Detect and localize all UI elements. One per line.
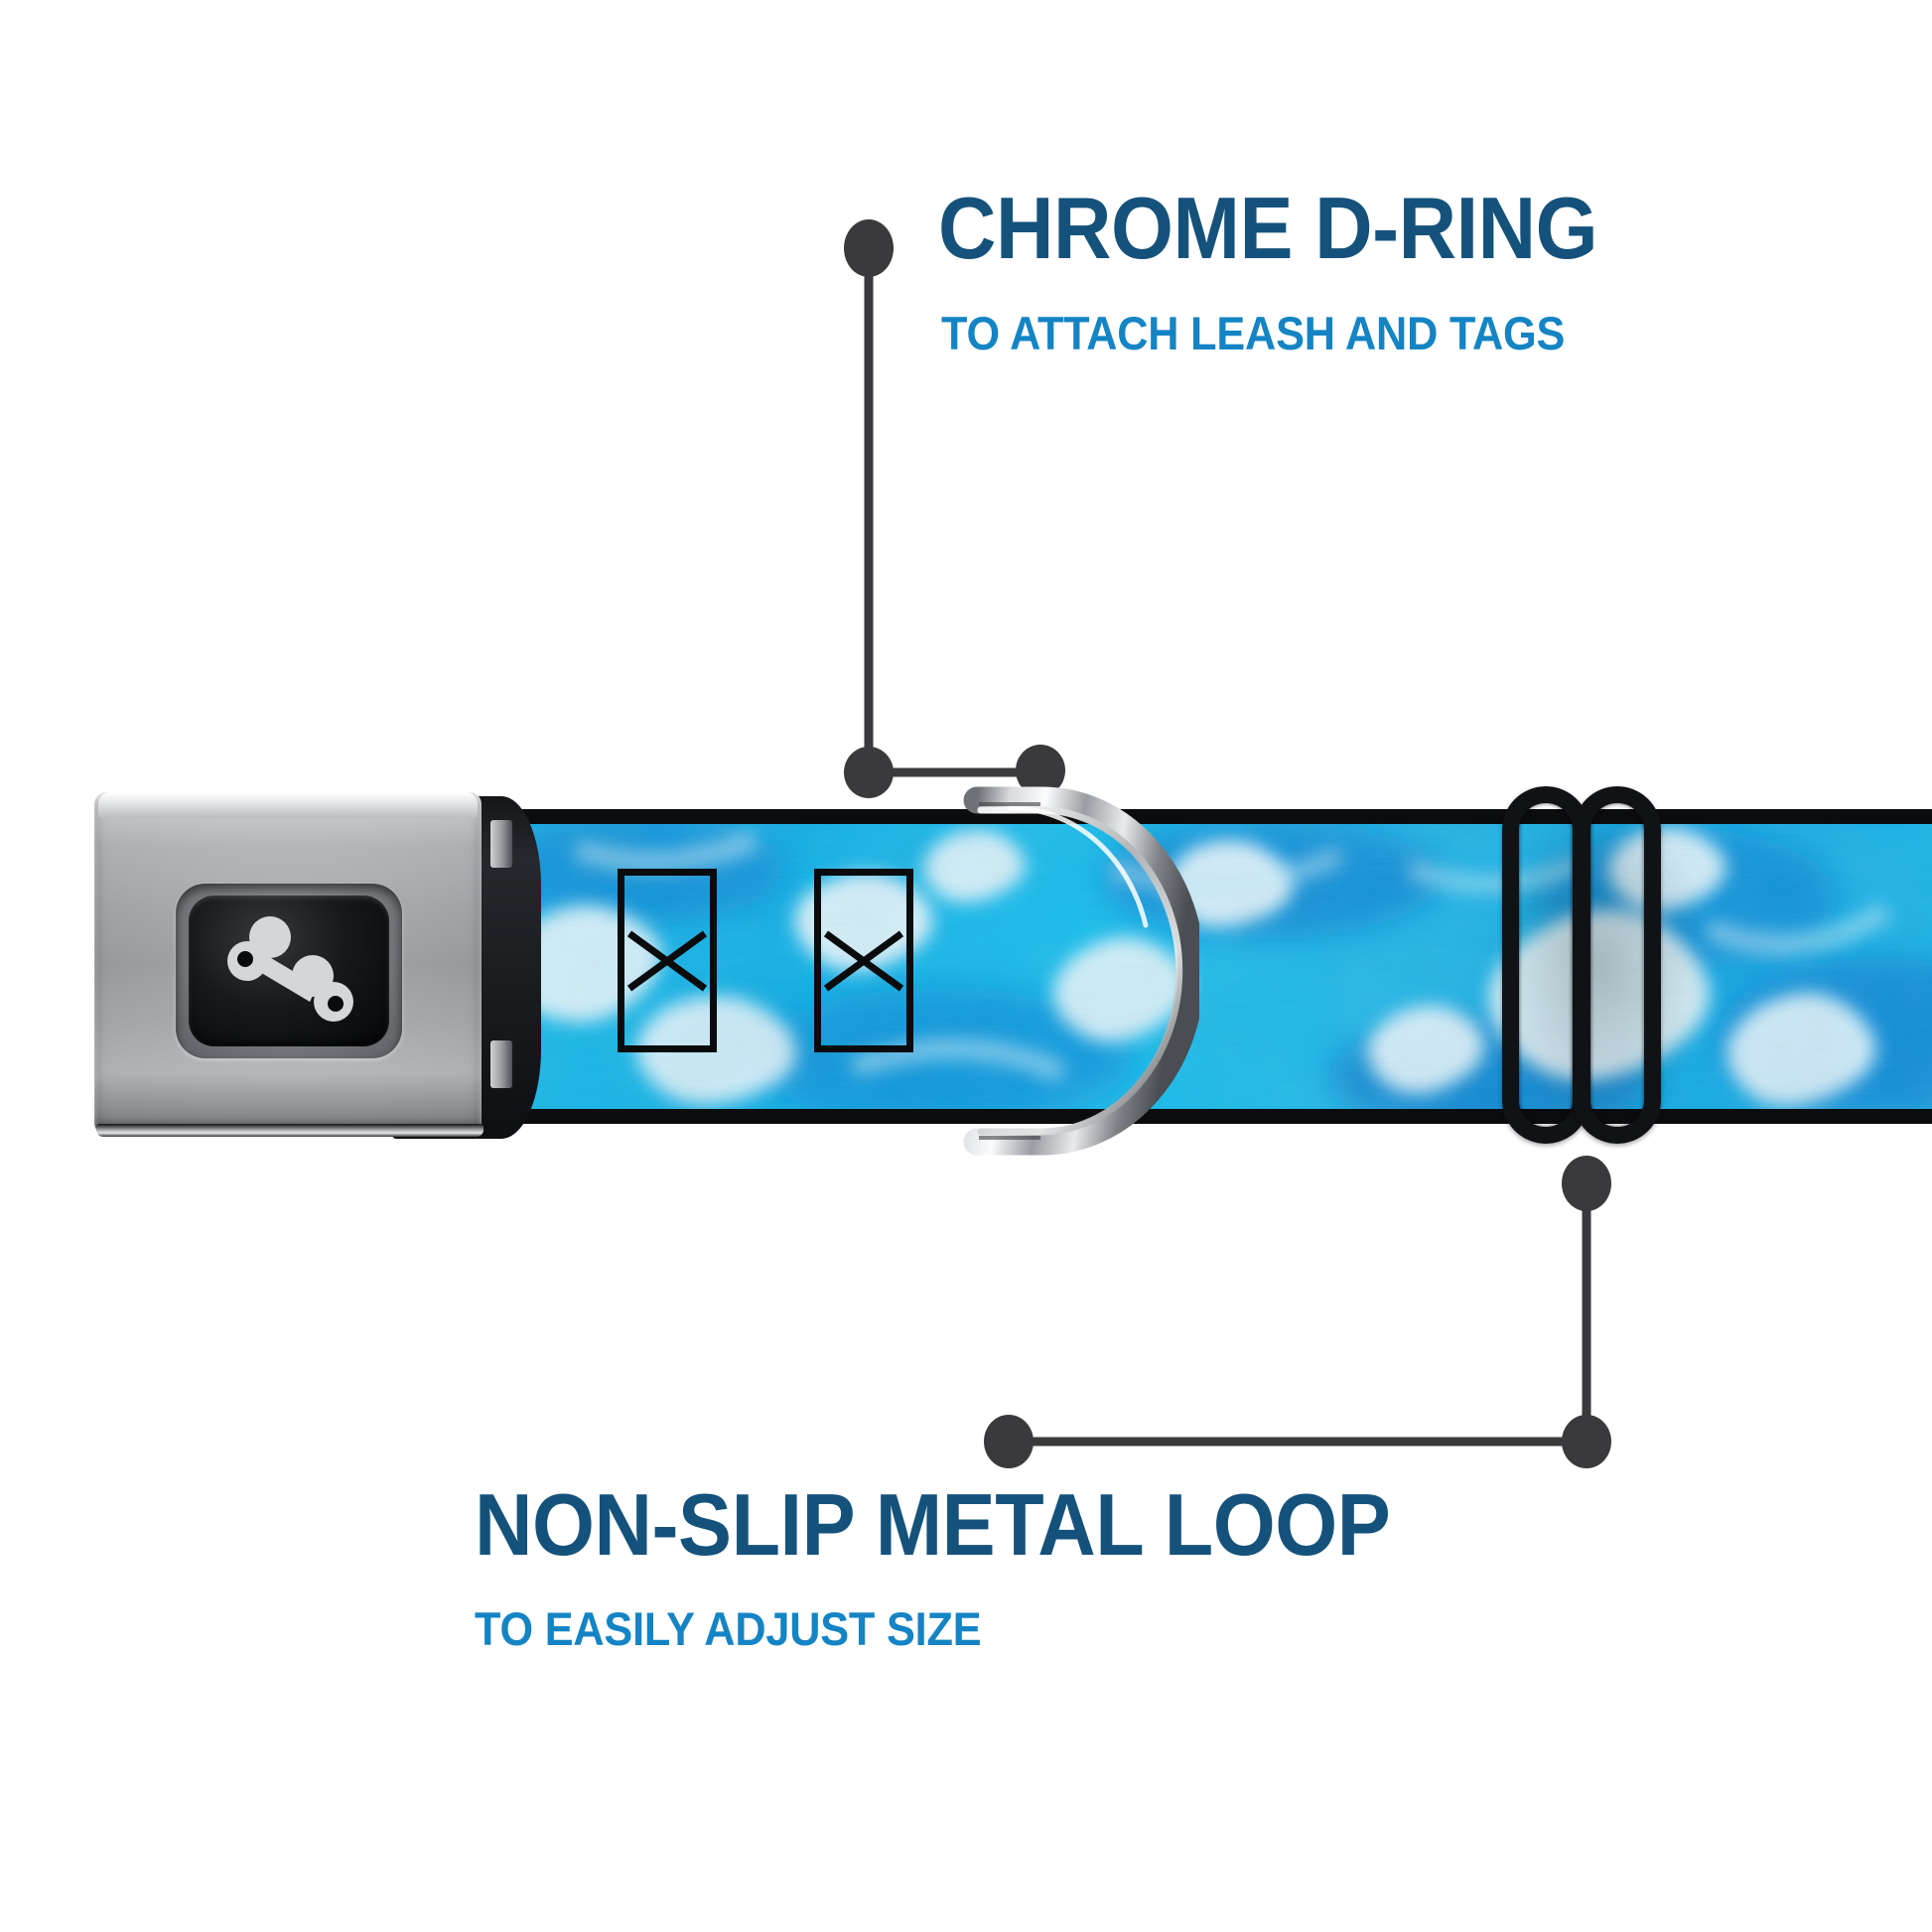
chrome-seatbelt-buckle[interactable] <box>94 774 512 1162</box>
buckle-clasp-tab-top <box>490 820 512 868</box>
dog-bone-icon <box>227 916 353 1022</box>
non-slip-metal-loop[interactable] <box>1502 786 1696 1144</box>
stitch-box-x-1 <box>618 869 717 1052</box>
product-photo <box>0 735 1932 1211</box>
callout-title-non-slip-metal-loop: NON-SLIP METAL LOOP <box>475 1475 1391 1574</box>
chrome-d-ring[interactable] <box>951 776 1199 1173</box>
stitch-box-x-2 <box>814 869 913 1052</box>
strap-tiedye-pattern <box>516 809 1932 1124</box>
buckle-top-rim-highlight <box>98 792 478 818</box>
slider-bar-right <box>1574 786 1661 1144</box>
strap-stitch-edge-top <box>516 809 1932 824</box>
buckle-clasp-tab-bottom <box>490 1040 512 1088</box>
strap-stitch-edge-bottom <box>516 1109 1932 1124</box>
buckle-release-button[interactable] <box>189 896 389 1046</box>
callout-subtitle-non-slip-metal-loop: TO EASILY ADJUST SIZE <box>475 1602 982 1655</box>
callout-subtitle-chrome-d-ring: TO ATTACH LEASH AND TAGS <box>941 307 1566 359</box>
callout-title-chrome-d-ring: CHROME D-RING <box>938 179 1598 277</box>
collar-strap <box>516 809 1932 1124</box>
buckle-bottom-lip <box>96 1124 483 1137</box>
